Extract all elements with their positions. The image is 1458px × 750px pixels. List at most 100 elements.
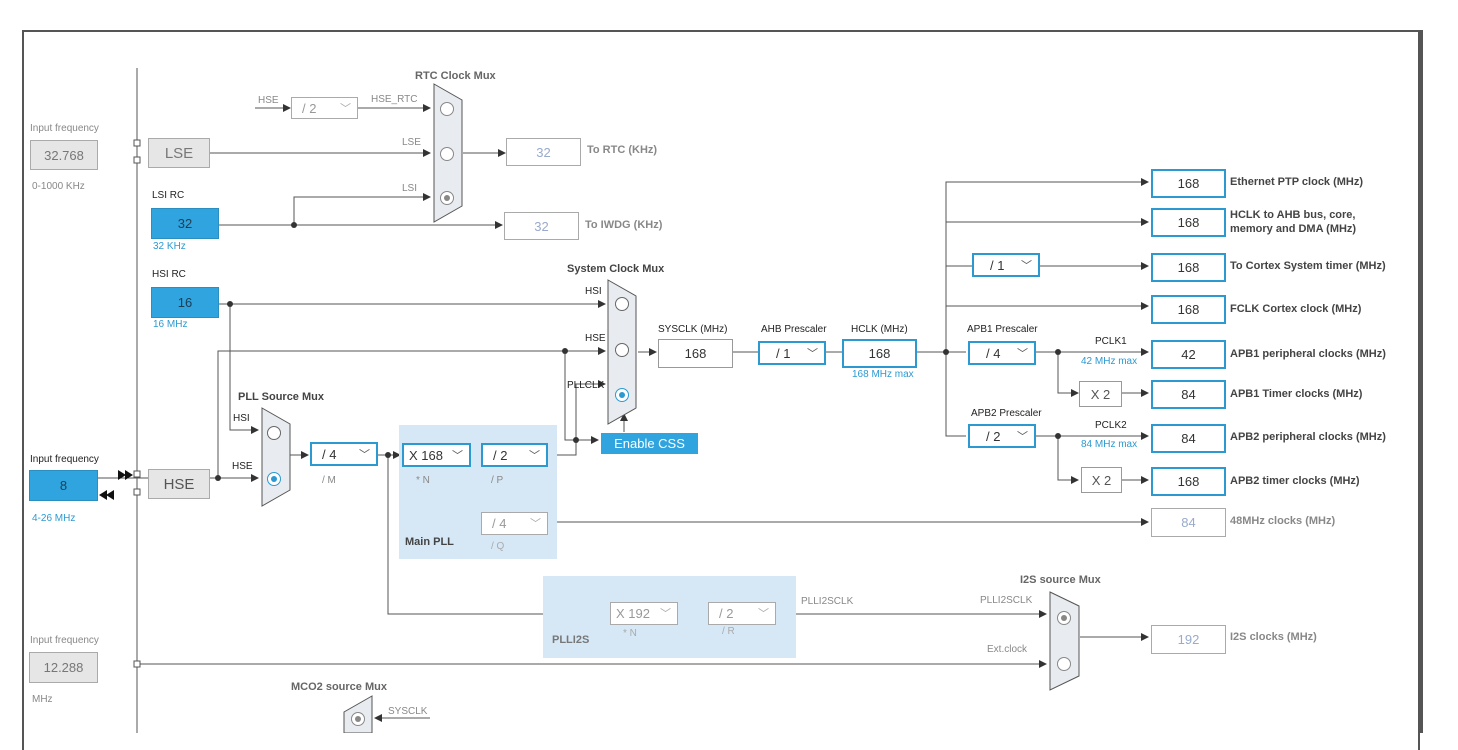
i2s-clocks-label: I2S clocks (MHz) (1230, 631, 1317, 643)
mco2-sysclk-label: SYSCLK (388, 706, 428, 717)
pll-n-label: * N (416, 475, 430, 486)
i2s-ext-clock-label: Ext.clock (987, 644, 1028, 655)
pll-p-value: / 2 (493, 447, 508, 463)
enable-css-button[interactable]: Enable CSS (601, 433, 698, 454)
sysclk-radio-hse[interactable] (615, 343, 629, 357)
cortex-system-timer-label: To Cortex System timer (MHz) (1230, 260, 1386, 272)
apb1-peripheral-label: APB1 peripheral clocks (MHz) (1230, 348, 1386, 360)
pll-m-select[interactable]: / 4 ﹀ (310, 442, 378, 466)
to-iwdg-label: To IWDG (KHz) (585, 219, 663, 231)
sysclk-radio-hsi[interactable] (615, 297, 629, 311)
ethernet-ptp-clock-value[interactable]: 168 (1151, 169, 1226, 198)
cortex-timer-div-select[interactable]: / 1﹀ (972, 253, 1040, 277)
hse-range: 4-26 MHz (32, 513, 76, 524)
apb1-timer-value[interactable]: 84 (1151, 380, 1226, 409)
fclk-cortex-label: FCLK Cortex clock (MHz) (1230, 303, 1362, 315)
hse-input-frequency[interactable]: 8 (29, 470, 98, 501)
plli2s-n-select[interactable]: X 192﹀ (610, 602, 678, 625)
rtc-hse-label: HSE (258, 95, 279, 106)
ext-input-frequency[interactable]: 12.288 (29, 652, 98, 683)
hse-block[interactable]: HSE (148, 469, 210, 499)
chevron-down-icon: ﹀ (1017, 431, 1028, 443)
i2s-radio-plli2s[interactable] (1057, 611, 1071, 625)
pll-src-radio-hse[interactable] (267, 472, 281, 486)
apb2-peripheral-label: APB2 peripheral clocks (MHz) (1230, 431, 1386, 443)
apb1-prescaler-label: APB1 Prescaler (967, 324, 1038, 335)
rtc-mux-title: RTC Clock Mux (415, 70, 496, 82)
plli2s-title: PLLI2S (552, 634, 590, 646)
pll-src-hsi-label: HSI (233, 413, 250, 424)
pll-p-select[interactable]: / 2﹀ (481, 443, 548, 467)
i2s-mux-title: I2S source Mux (1020, 574, 1101, 586)
to-rtc-value: 32 (506, 138, 581, 166)
lsi-unit: 32 KHz (153, 241, 186, 252)
sysclk-radio-pllclk[interactable] (615, 388, 629, 402)
pclk1-max: 42 MHz max (1081, 356, 1138, 367)
hclk-ahb-value[interactable]: 168 (1151, 208, 1226, 237)
pll-n-value: X 168 (409, 447, 443, 463)
rtc-hse-div-value: / 2 (302, 100, 317, 116)
pll-source-mux-title: PLL Source Mux (238, 391, 324, 403)
fclk-cortex-value[interactable]: 168 (1151, 295, 1226, 324)
rtc-radio-lsi[interactable] (440, 191, 454, 205)
plli2s-r-select[interactable]: / 2 ﹀ (708, 602, 776, 625)
plli2s-r-value: / 2 (719, 606, 734, 621)
to-iwdg-value: 32 (504, 212, 579, 240)
apb1-peripheral-value[interactable]: 42 (1151, 340, 1226, 369)
sysclk-mux-pllclk-label: PLLCLK (567, 380, 605, 391)
cortex-system-timer-value[interactable]: 168 (1151, 253, 1226, 282)
cortex-timer-div-value: / 1 (990, 257, 1005, 273)
chevron-down-icon: ﹀ (1017, 348, 1028, 360)
rtc-lse-label: LSE (402, 137, 421, 148)
pll-m-value: / 4 (322, 446, 337, 462)
ext-unit: MHz (32, 694, 53, 705)
apb2-prescaler-label: APB2 Prescaler (971, 408, 1042, 419)
chevron-down-icon: ﹀ (530, 518, 541, 530)
rtc-lsi-label: LSI (402, 183, 418, 194)
pll-p-label: / P (491, 475, 504, 486)
chevron-down-icon: ﹀ (758, 608, 769, 620)
lsi-label: LSI RC (152, 190, 185, 201)
apb2-timer-value[interactable]: 168 (1151, 467, 1226, 496)
apb2-timer-label: APB2 timer clocks (MHz) (1230, 475, 1360, 487)
pclk1-label: PCLK1 (1095, 336, 1127, 347)
lse-range: 0-1000 KHz (32, 181, 85, 192)
hclk-ahb-label: HCLK to AHB bus, core, (1230, 209, 1356, 221)
hclk-label: HCLK (MHz) (851, 324, 908, 335)
rtc-radio-lse[interactable] (440, 147, 454, 161)
pclk2-max: 84 MHz max (1081, 439, 1138, 450)
pll-q-label: / Q (491, 541, 505, 552)
lse-input-frequency[interactable]: 32.768 (30, 140, 98, 170)
pll-n-select[interactable]: X 168 ﹀ (402, 443, 471, 467)
clock-config-canvas (22, 30, 1420, 750)
hse-input-label: Input frequency (30, 454, 99, 465)
canvas-right-border (1420, 30, 1423, 733)
pll-q-select[interactable]: / 4﹀ (481, 512, 548, 535)
sysclk-mux-hse-label: HSE (585, 333, 606, 344)
lse-block[interactable]: LSE (148, 138, 210, 168)
hclk-value[interactable]: 168 (842, 339, 917, 368)
i2s-radio-ext[interactable] (1057, 657, 1071, 671)
sysclk-label: SYSCLK (MHz) (658, 324, 728, 335)
apb2-peripheral-value[interactable]: 84 (1151, 424, 1226, 453)
apb2-prescaler-select[interactable]: / 2﹀ (968, 424, 1036, 448)
apb1-prescaler-select[interactable]: / 4﹀ (968, 341, 1036, 365)
pclk2-label: PCLK2 (1095, 420, 1127, 431)
mco2-radio-sysclk[interactable] (351, 712, 365, 726)
chevron-down-icon: ﹀ (359, 449, 370, 461)
hsi-value: 16 (151, 287, 219, 318)
rtc-radio-hse[interactable] (440, 102, 454, 116)
ext-input-label: Input frequency (30, 635, 99, 646)
ahb-prescaler-select[interactable]: / 1﹀ (758, 341, 826, 365)
pll-src-radio-hsi[interactable] (267, 426, 281, 440)
plli2s-r-label: / R (722, 626, 735, 637)
rtc-hse-rtc-label: HSE_RTC (371, 94, 418, 105)
apb1-timer-label: APB1 Timer clocks (MHz) (1230, 388, 1363, 400)
to-rtc-label: To RTC (KHz) (587, 144, 658, 156)
48mhz-clocks-value: 84 (1151, 508, 1226, 537)
chevron-down-icon: ﹀ (660, 608, 671, 620)
chevron-down-icon: ﹀ (452, 450, 463, 462)
apb1-timer-x2: X 2 (1079, 381, 1122, 407)
rtc-hse-div-select[interactable]: / 2 ﹀ (291, 97, 358, 119)
chevron-down-icon: ﹀ (340, 103, 351, 115)
